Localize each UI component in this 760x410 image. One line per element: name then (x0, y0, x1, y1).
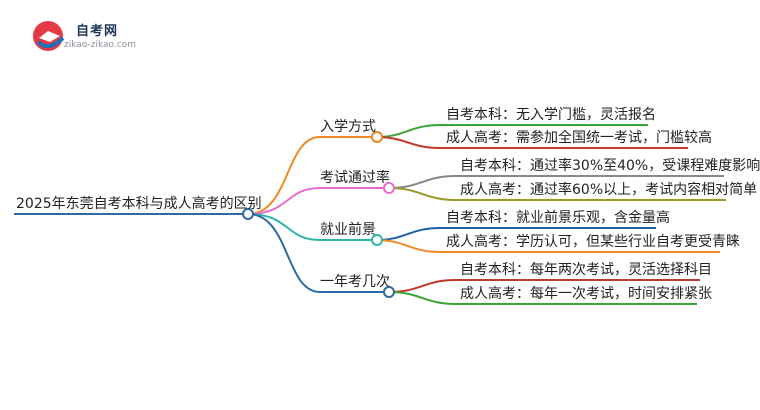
connector-branch-0 (247, 136, 377, 215)
branch-node-dot-3 (383, 286, 395, 298)
logo-title: 自考网 (76, 24, 119, 39)
branch-topic-exam-frequency[interactable]: 一年考几次 (320, 274, 390, 290)
graduation-cap-icon (33, 21, 65, 51)
leaf-topic-0-1[interactable]: 成人高考：需参加全国统一考试，门槛较高 (446, 130, 712, 146)
connector-branch-2 (247, 213, 377, 241)
connector-1-1 (388, 187, 726, 201)
branch-node-dot-2 (371, 234, 383, 246)
logo-url: zikao-zikao.com (64, 40, 136, 50)
branch-topic-entry[interactable]: 入学方式 (320, 119, 376, 135)
branch-node-dot-0 (371, 131, 383, 143)
root-topic[interactable]: 2025年东莞自考本科与成人高考的区别 (16, 196, 262, 212)
leaf-topic-2-0[interactable]: 自考本科：就业前景乐观，含金量高 (446, 210, 670, 226)
connector-3-1 (388, 291, 697, 305)
branch-topic-employment[interactable]: 就业前景 (320, 222, 376, 238)
leaf-topic-0-0[interactable]: 自考本科：无入学门槛，灵活报名 (446, 107, 656, 123)
connector-branch-1 (247, 187, 389, 215)
site-logo[interactable]: 自考网 zikao-zikao.com (30, 18, 170, 54)
connector-branch-3 (247, 213, 389, 293)
branch-node-dot-1 (383, 182, 395, 194)
connector-0-1 (376, 136, 688, 149)
branch-topic-pass-rate[interactable]: 考试通过率 (320, 170, 390, 186)
connector-2-1 (376, 239, 720, 253)
leaf-topic-1-1[interactable]: 成人高考：通过率60%以上，考试内容相对简单 (460, 182, 758, 198)
root-node-dot (242, 208, 254, 220)
leaf-topic-2-1[interactable]: 成人高考：学历认可，但某些行业自考更受青睐 (446, 234, 740, 250)
leaf-topic-3-1[interactable]: 成人高考：每年一次考试，时间安排紧张 (460, 286, 712, 302)
leaf-topic-3-0[interactable]: 自考本科：每年两次考试，灵活选择科目 (460, 262, 712, 278)
leaf-topic-1-0[interactable]: 自考本科：通过率30%至40%，受课程难度影响 (460, 158, 760, 174)
